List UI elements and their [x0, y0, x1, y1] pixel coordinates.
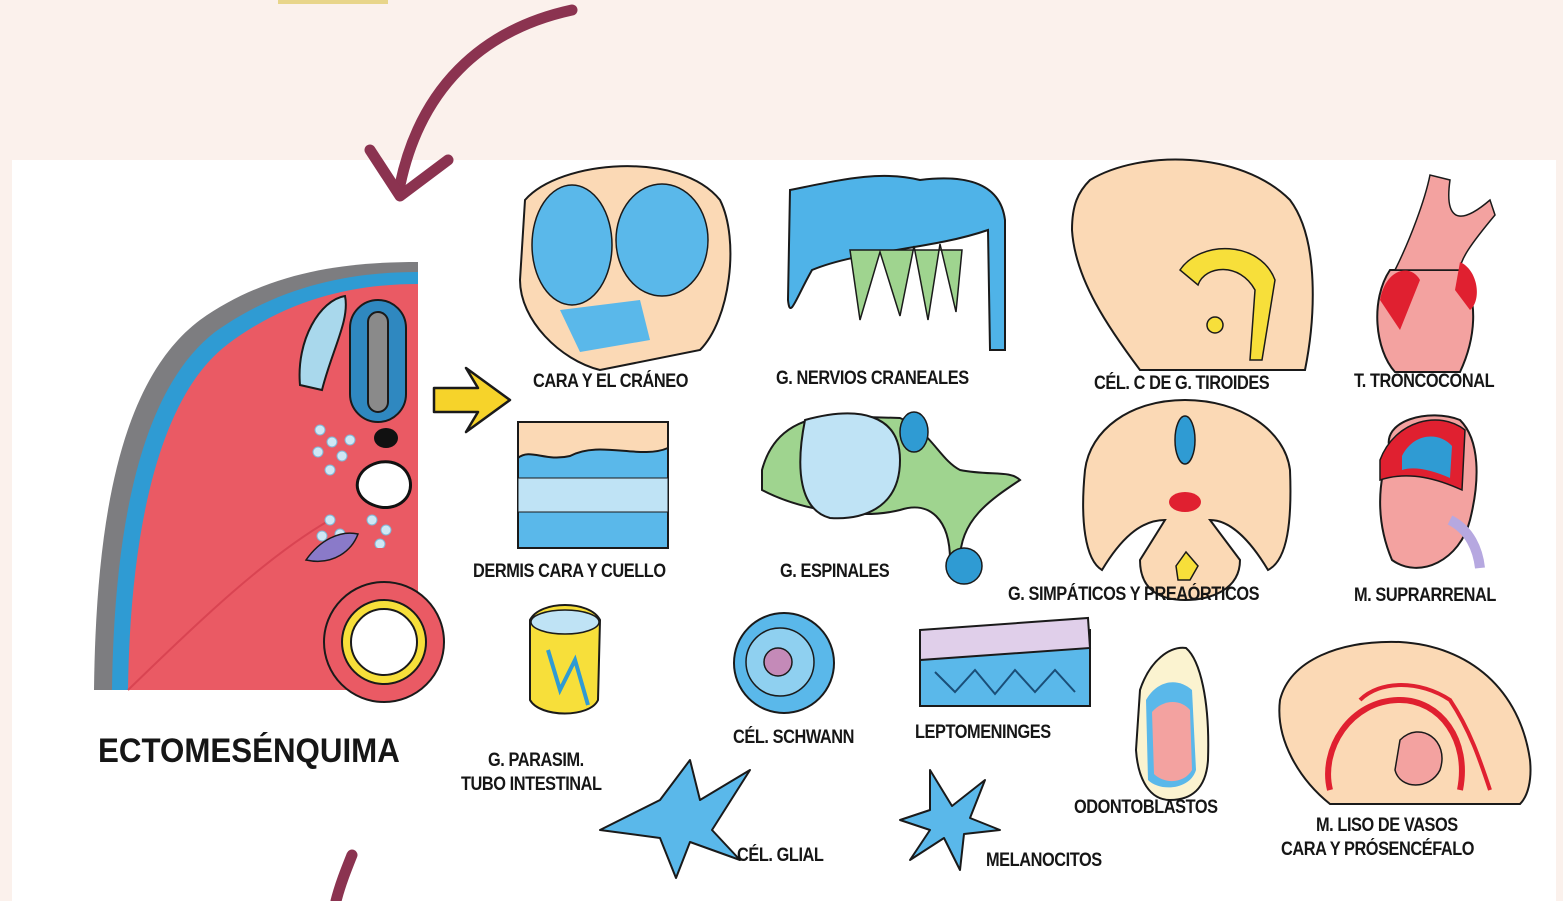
- label-suprarrenal: M. SUPRARRENAL: [1354, 585, 1496, 607]
- label-dermis: DERMIS CARA Y CUELLO: [473, 561, 666, 583]
- label-tubo-intestinal: TUBO INTESTINAL: [461, 774, 602, 796]
- label-simpaticos: G. SIMPÁTICOS Y PREAÓRTICOS: [1008, 584, 1259, 606]
- label-espinales: G. ESPINALES: [780, 561, 889, 583]
- main-label: ECTOMESÉNQUIMA: [98, 733, 400, 769]
- label-cara-craneo: CARA Y EL CRÁNEO: [533, 371, 688, 393]
- label-prosencefalo: CARA Y PRÓSENCÉFALO: [1281, 839, 1474, 861]
- label-schwann: CÉL. SCHWANN: [733, 727, 854, 749]
- curved-arrow-top-icon: [400, 10, 572, 185]
- label-melanocitos: MELANOCITOS: [986, 850, 1102, 872]
- label-leptomeninges: LEPTOMENINGES: [915, 722, 1051, 744]
- top-yellow-tab: [278, 0, 388, 4]
- label-odontoblastos: ODONTOBLASTOS: [1074, 797, 1218, 819]
- label-glial: CÉL. GLIAL: [737, 845, 823, 867]
- label-nervios-craneales: G. NERVIOS CRANEALES: [776, 368, 969, 390]
- curved-arrow-bottom-icon: [336, 855, 352, 901]
- label-parasimpaticos: G. PARASIM.: [488, 750, 584, 772]
- label-tiroides: CÉL. C DE G. TIROIDES: [1094, 373, 1269, 395]
- label-troncoconal: T. TRONCOCONAL: [1354, 371, 1494, 393]
- label-liso-vasos: M. LISO DE VASOS: [1316, 815, 1458, 837]
